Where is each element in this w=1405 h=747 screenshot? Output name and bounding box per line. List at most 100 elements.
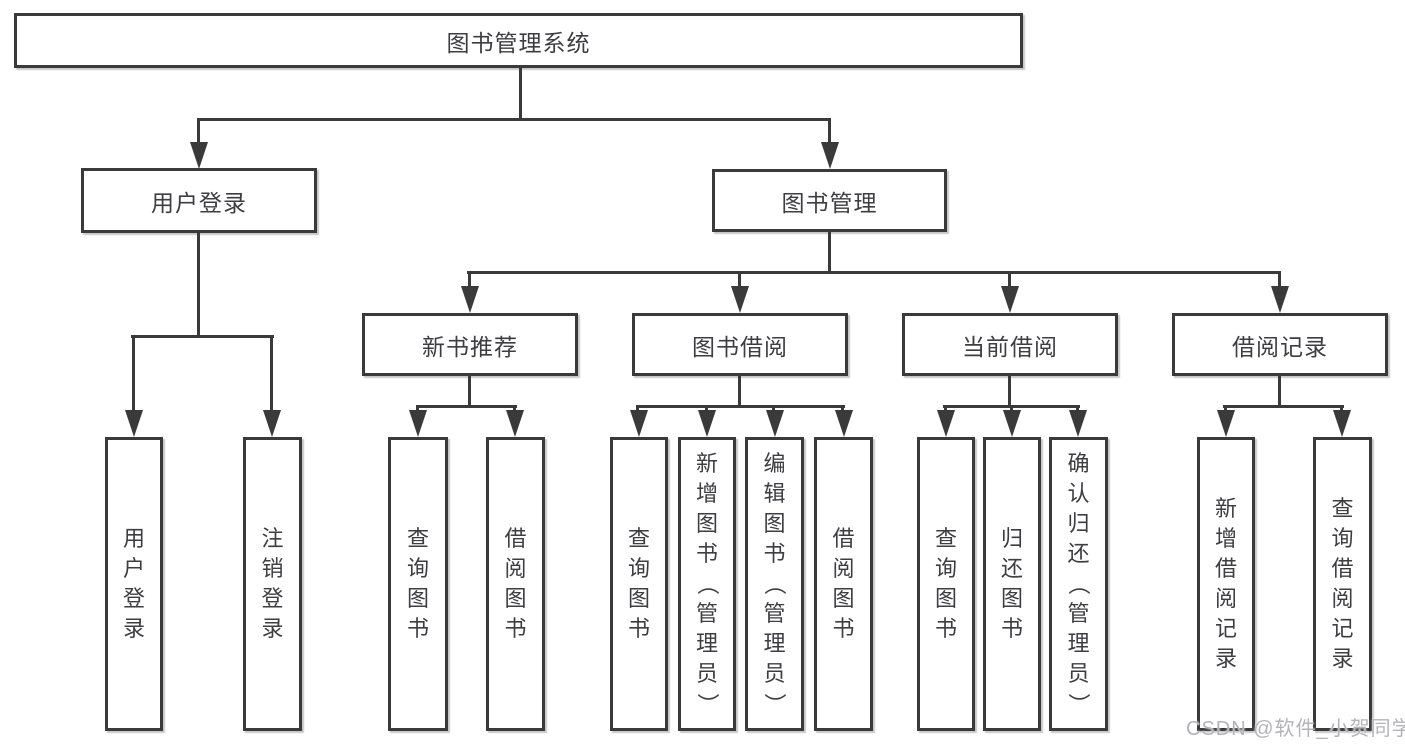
connector-vline [841,405,844,413]
vertical-char: 图 [1000,586,1023,611]
vertical-char: 书 [934,616,957,641]
vertical-char: ） [1066,692,1092,716]
vertical-char: 新 [695,451,718,476]
vertical-char: 员 [763,661,786,686]
vertical-char: 阅 [832,556,855,581]
vertical-char: 询 [1331,526,1354,551]
leaf-edit-book-admin: 编辑图书 （ 管理员 ） [745,437,804,731]
leaf-confirm-return-admin: 确认归还（管理员） [1049,437,1108,731]
leaf-query-book: 查询图书 [388,437,448,731]
vertical-char: 书 [832,616,855,641]
vertical-char: 书 [627,616,650,641]
vertical-char: 书 [695,541,718,566]
connector-vline [197,118,200,148]
connector-arrow-down [766,410,784,437]
vertical-char: 图 [763,511,786,536]
connector-vline [1076,405,1079,413]
node-label: 新书推荐 [422,333,518,360]
vertical-char: 图 [695,511,718,536]
connector-arrow-down [821,142,839,169]
connector-vline [828,232,831,274]
vertical-char: 归 [1000,526,1023,551]
connector-vline [828,118,831,148]
connector-arrow-down [835,410,853,437]
node-label: 图书借阅 [692,333,788,360]
vertical-char: 录 [1331,646,1354,671]
vertical-char: 录 [261,616,284,641]
vertical-char: ） [694,692,720,716]
vertical-char: 书 [406,616,429,641]
vertical-char: 记 [1214,616,1237,641]
vertical-char: 阅 [1331,586,1354,611]
vertical-char: 归 [1067,511,1090,536]
connector-arrow-down [731,286,749,313]
connector-vline [944,405,947,413]
leaf-return-book: 归还图书 [983,437,1041,731]
vertical-char: 管 [695,601,718,626]
vertical-char: 登 [122,586,145,611]
connector-hline [131,335,274,338]
leaf-query-book: 查询图书 [917,437,975,731]
leaf-user-login: 用户登录 [105,437,163,731]
vertical-char: 辑 [763,481,786,506]
vertical-char: 员 [695,661,718,686]
connector-vline [772,405,775,413]
leaf-borrow-book: 借阅图书 [486,437,545,731]
vertical-char: 管 [763,601,786,626]
vertical-char: 录 [1214,646,1237,671]
connector-hline [197,118,831,121]
connector-vline [738,376,741,408]
connector-arrow-down [506,410,524,437]
vertical-char: 增 [1214,526,1237,551]
node-label: 图书管理 [781,189,878,216]
vertical-char: 书 [1000,616,1023,641]
connector-arrow-down [263,410,281,437]
vertical-char: 编 [763,451,786,476]
vertical-char: （ [694,572,720,596]
node-user-login: 用户登录 [81,168,317,233]
connector-arrow-down [1271,286,1289,313]
vertical-char: 增 [695,481,718,506]
vertical-char: 管 [1067,601,1090,626]
vertical-char: 查 [934,526,957,551]
vertical-char: 查 [1331,496,1354,521]
vertical-char: 确 [1067,451,1090,476]
vertical-char: 书 [763,541,786,566]
vertical-char: （ [1066,572,1092,596]
node-borrow-record: 借阅记录 [1172,313,1388,376]
vertical-char: 理 [763,631,786,656]
leaf-borrow-book: 借阅图书 [814,437,873,731]
vertical-char: 图 [627,586,650,611]
connector-vline [132,335,135,412]
leaf-query-book: 查询图书 [610,437,668,731]
node-current-borrow: 当前借阅 [902,313,1118,376]
connector-arrow-down [409,410,427,437]
connector-vline [1008,376,1011,408]
connector-vline [705,405,708,413]
connector-arrow-down [125,410,143,437]
connector-vline [1008,271,1011,288]
vertical-char: 录 [122,616,145,641]
node-new-book-recommend: 新书推荐 [362,313,578,376]
node-label: 用户登录 [151,189,247,216]
node-label: 当前借阅 [962,333,1058,360]
connector-vline [1224,405,1227,413]
connector-hline [416,405,517,408]
vertical-char: 书 [504,616,527,641]
connector-vline [1278,271,1281,288]
vertical-char: 注 [261,526,284,551]
vertical-char: 新 [1214,496,1237,521]
vertical-char: （ [762,572,788,596]
connector-vline [636,405,639,413]
connector-arrow-down [190,142,208,169]
connector-vline [1010,405,1013,413]
vertical-char: 销 [261,556,284,581]
vertical-char: 借 [1331,556,1354,581]
vertical-char: ） [762,692,788,716]
node-book-management: 图书管理 [712,169,947,232]
leaf-logout: 注销登录 [243,437,302,731]
vertical-char: 图 [406,586,429,611]
connector-arrow-down [1003,410,1021,437]
vertical-char: 询 [406,556,429,581]
